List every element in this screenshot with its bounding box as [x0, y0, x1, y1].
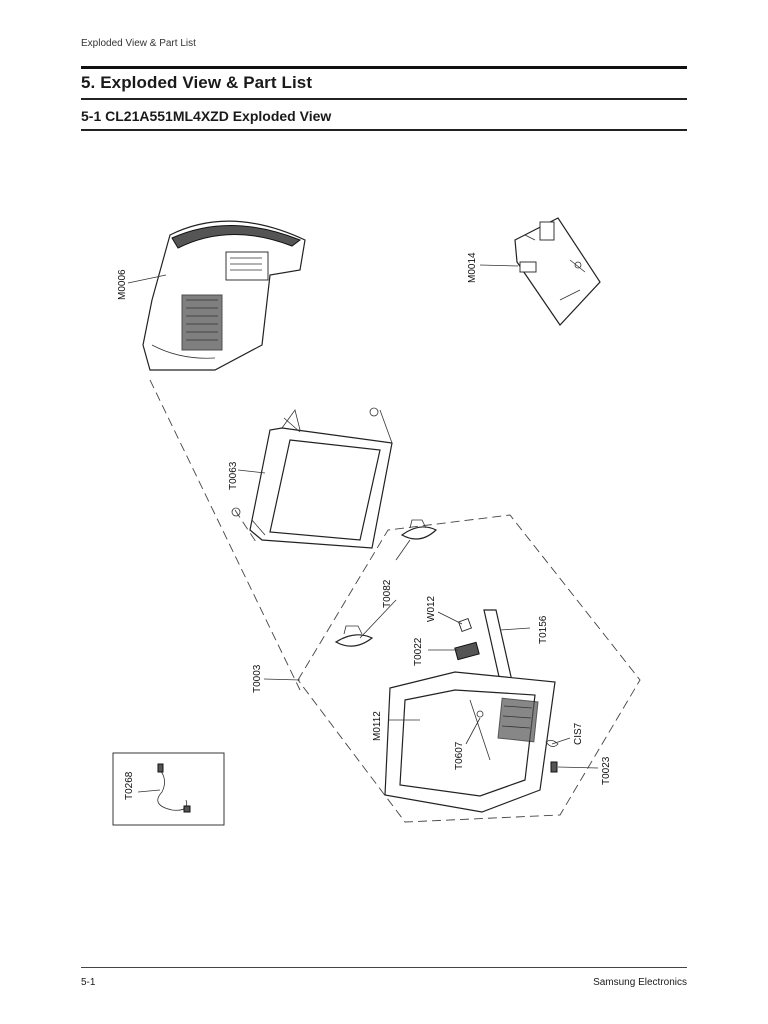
chapter-rule [81, 98, 687, 100]
terminal-block-part [454, 641, 480, 661]
leader-line [237, 469, 266, 474]
speaker-bottom-part [334, 625, 374, 647]
part-label-t0023: T0023 [601, 756, 612, 785]
leader-line [359, 539, 411, 639]
assembly-dash-line [149, 379, 301, 691]
assembly-dash-line [234, 509, 259, 546]
leader-line [557, 766, 599, 769]
section-title: 5-1 CL21A551ML4XZD Exploded View [81, 108, 332, 124]
part-label-m0014: M0014 [467, 252, 478, 283]
part-label-t0268: T0268 [124, 771, 135, 800]
part-label-m0112: M0112 [372, 711, 383, 741]
crt-tube-part [231, 407, 393, 549]
running-head: Exploded View & Part List [81, 38, 196, 49]
leader-line [499, 627, 531, 631]
section-rule [81, 129, 687, 131]
footer-rule [81, 967, 687, 968]
leader-line [137, 789, 161, 793]
front-cabinet-part [384, 671, 556, 813]
footer-company: Samsung Electronics [593, 977, 687, 988]
header-rule [81, 66, 687, 69]
fastener-part [476, 710, 484, 718]
part-label-t0156: T0156 [538, 615, 549, 644]
power-cord-box [112, 752, 225, 826]
screw-part [550, 761, 558, 773]
part-label-t0082: T0082 [382, 579, 393, 608]
part-label-m0006: M0006 [117, 269, 128, 300]
leader-line [437, 611, 463, 625]
leader-line [479, 264, 519, 267]
rear-cover-part [142, 220, 306, 371]
leader-line [263, 678, 301, 681]
page-number: 5-1 [81, 977, 96, 988]
part-label-cis7: CIS7 [573, 722, 584, 745]
speaker-top-part [400, 519, 438, 540]
leader-line [551, 737, 571, 745]
cis-part [545, 740, 559, 747]
part-label-t0607: T0607 [454, 741, 465, 770]
connector-part [458, 618, 472, 632]
leader-line [465, 717, 481, 745]
part-label-t0003: T0003 [252, 664, 263, 693]
power-cord-part [157, 763, 191, 813]
part-label-t0022: T0022 [413, 637, 424, 666]
main-pcb-part [514, 217, 601, 326]
front-assembly-outline [297, 514, 641, 823]
leader-line [127, 274, 167, 284]
chapter-title: 5. Exploded View & Part List [81, 73, 313, 92]
part-label-w012: W012 [426, 595, 437, 622]
part-label-t0063: T0063 [228, 461, 239, 490]
